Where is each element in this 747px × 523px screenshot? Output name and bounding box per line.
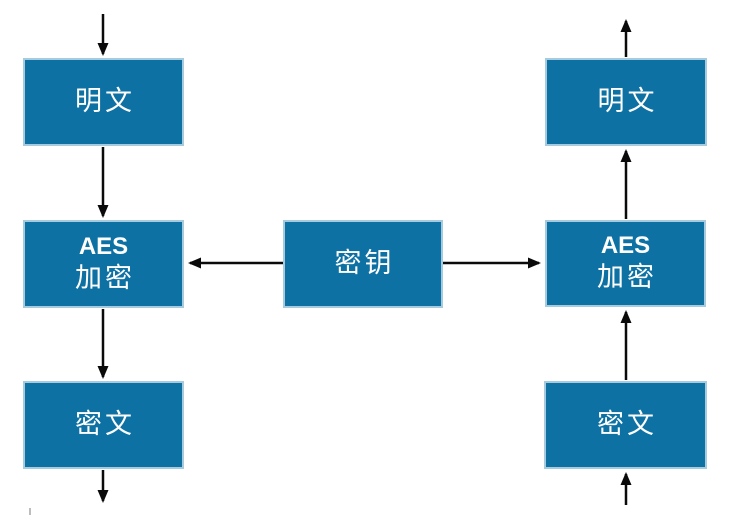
node-key: 密钥: [283, 220, 443, 308]
node-label-line2: 加密: [75, 262, 135, 293]
node-left-ciphertext: 密文: [23, 381, 184, 469]
node-label: 密文: [75, 409, 135, 440]
node-right-ciphertext: 密文: [544, 381, 707, 469]
node-label-line1: AES: [78, 232, 129, 260]
node-label-line1: AES: [600, 232, 651, 260]
node-label: 密钥: [334, 248, 395, 279]
node-label: 明文: [75, 86, 135, 117]
node-right-aes: AES 加密: [545, 220, 706, 307]
node-left-aes: AES 加密: [23, 220, 184, 308]
node-label: 密文: [597, 409, 657, 440]
node-left-plaintext: 明文: [23, 58, 184, 146]
stray-mark: [29, 508, 31, 515]
node-label-line2: 加密: [597, 262, 657, 293]
node-right-plaintext: 明文: [545, 58, 707, 146]
node-label: 明文: [597, 86, 658, 117]
